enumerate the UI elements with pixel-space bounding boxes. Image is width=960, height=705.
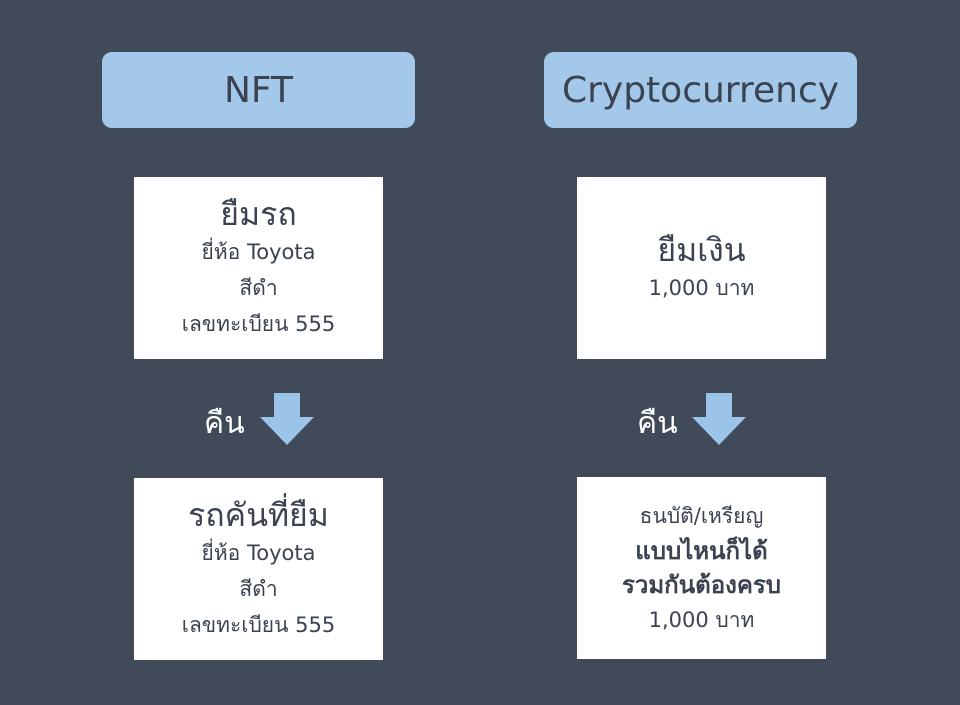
crypto-title: Cryptocurrency <box>561 69 840 111</box>
nft-borrow-color: สีดำ <box>239 276 278 300</box>
nft-returned-color: สีดำ <box>239 577 278 601</box>
nft-returned-brand: ยี่ห้อ Toyota <box>201 541 316 565</box>
crypto-returned-amount: 1,000 บาท <box>648 608 755 632</box>
crypto-returned-line-1: ธนบัติ/เหรียญ <box>639 504 764 528</box>
nft-returned-box: รถคันที่ยืม ยี่ห้อ Toyota สีดำ เลขทะเบีย… <box>134 478 383 660</box>
crypto-header: Cryptocurrency <box>544 52 857 128</box>
nft-down-arrow-icon <box>260 393 314 445</box>
nft-returned-plate: เลขทะเบียน 555 <box>181 613 336 637</box>
crypto-returned-box: ธนบัติ/เหรียญ แบบไหนก็ได้ รวมกันต้องครบ … <box>577 477 826 659</box>
nft-borrow-brand: ยี่ห้อ Toyota <box>201 240 316 264</box>
crypto-down-arrow-icon <box>692 393 746 445</box>
nft-returned-heading: รถคันที่ยืม <box>188 496 329 534</box>
crypto-borrow-heading: ยืมเงิน <box>657 231 746 269</box>
crypto-borrow-amount: 1,000 บาท <box>648 276 755 300</box>
crypto-borrow-box: ยืมเงิน 1,000 บาท <box>577 177 826 359</box>
nft-header: NFT <box>102 52 415 128</box>
crypto-returned-line-2: แบบไหนก็ได้ <box>635 537 768 565</box>
nft-borrow-plate: เลขทะเบียน 555 <box>181 312 336 336</box>
nft-return-label: คืน <box>204 406 245 441</box>
crypto-return-label: คืน <box>637 406 678 441</box>
nft-borrow-heading: ยืมรถ <box>220 195 297 233</box>
nft-title: NFT <box>224 69 293 111</box>
nft-borrow-box: ยืมรถ ยี่ห้อ Toyota สีดำ เลขทะเบียน 555 <box>134 177 383 359</box>
crypto-returned-line-3: รวมกันต้องครบ <box>621 571 782 599</box>
